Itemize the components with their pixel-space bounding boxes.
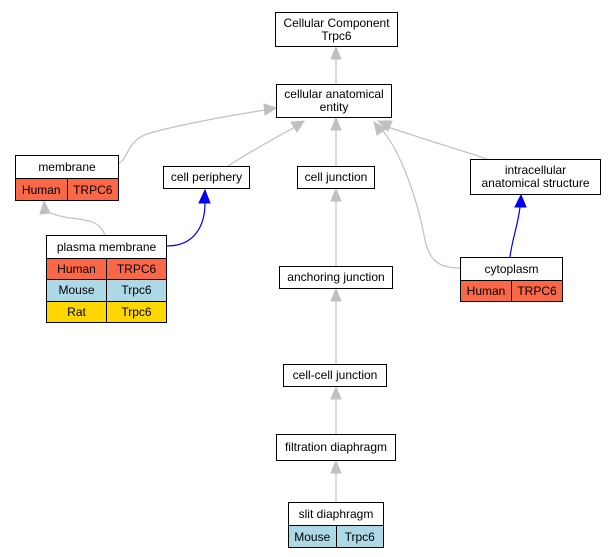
node-title: anchoring junction xyxy=(287,270,385,284)
node-title: cellular anatomical entity xyxy=(284,87,384,114)
gene-cell: Trpc6 xyxy=(106,280,166,301)
arrowhead xyxy=(198,188,211,204)
node-title: cell-cell junction xyxy=(292,368,378,382)
gene-cell: Trpc6 xyxy=(335,526,383,547)
arrowhead xyxy=(373,120,387,136)
node-plasma-membrane[interactable]: plasma membrane Human TRPC6 Mouse Trpc6 … xyxy=(46,235,167,323)
species-cell: Human xyxy=(47,259,106,280)
species-cell: Human xyxy=(461,281,511,301)
edge-ias-to-cae xyxy=(387,126,488,160)
species-cell: Mouse xyxy=(47,280,106,301)
gene-cell: TRPC6 xyxy=(66,179,118,200)
arrowhead xyxy=(330,116,342,131)
arrowhead xyxy=(330,45,342,60)
arrowhead xyxy=(290,120,305,133)
node-title: intracellular anatomical structure xyxy=(481,163,590,190)
edge-cytoplasm-to-ias xyxy=(509,206,521,258)
gene-row: Human TRPC6 xyxy=(461,280,562,301)
edge-cytoplasm-to-cae xyxy=(381,129,461,269)
node-intracellular-anatomical-structure[interactable]: intracellular anatomical structure xyxy=(470,159,601,195)
species-cell: Rat xyxy=(47,301,106,322)
arrowhead xyxy=(330,187,342,202)
node-title: Cellular Component Trpc6 xyxy=(283,15,390,43)
node-filtration-diaphragm[interactable]: filtration diaphragm xyxy=(276,434,396,461)
node-title: plasma membrane xyxy=(56,239,157,254)
node-cell-periphery[interactable]: cell periphery xyxy=(163,166,250,189)
species-cell: Human xyxy=(16,179,67,200)
node-title: cell junction xyxy=(304,170,368,184)
gene-row: Human TRPC6 xyxy=(16,178,118,200)
gene-row: Human TRPC6 xyxy=(47,258,166,280)
arrowhead xyxy=(330,287,342,302)
edge-membrane-to-cae xyxy=(118,109,266,164)
arrowhead xyxy=(263,103,278,116)
node-cellular-anatomical-entity[interactable]: cellular anatomical entity xyxy=(276,84,392,118)
node-cellular-component[interactable]: Cellular Component Trpc6 xyxy=(275,12,398,47)
arrowhead xyxy=(330,459,342,474)
edge-plasma-to-periphery xyxy=(166,202,206,247)
gene-row: Mouse Trpc6 xyxy=(289,525,383,547)
edge-periphery-to-cae xyxy=(227,126,296,167)
species-cell: Mouse xyxy=(289,526,336,547)
arrowhead xyxy=(39,199,51,215)
node-slit-diaphragm[interactable]: slit diaphragm Mouse Trpc6 xyxy=(288,502,384,548)
edge-plasma-to-membrane xyxy=(46,211,106,236)
gene-row: Rat Trpc6 xyxy=(47,300,166,322)
node-title: filtration diaphragm xyxy=(284,440,388,454)
gene-cell: TRPC6 xyxy=(106,259,166,280)
node-title: membrane xyxy=(38,159,96,174)
gene-row: Mouse Trpc6 xyxy=(47,279,166,301)
arrowhead xyxy=(514,193,527,208)
node-title: cytoplasm xyxy=(484,261,539,276)
gene-cell: TRPC6 xyxy=(511,281,562,301)
node-cell-cell-junction[interactable]: cell-cell junction xyxy=(283,364,387,387)
arrowhead xyxy=(330,385,342,400)
node-title: cell periphery xyxy=(170,170,243,184)
node-anchoring-junction[interactable]: anchoring junction xyxy=(279,266,393,289)
node-cytoplasm[interactable]: cytoplasm Human TRPC6 xyxy=(460,257,563,302)
gene-cell: Trpc6 xyxy=(106,301,166,322)
node-membrane[interactable]: membrane Human TRPC6 xyxy=(15,155,119,201)
node-cell-junction[interactable]: cell junction xyxy=(297,166,375,189)
arrowhead xyxy=(376,120,393,132)
node-title: slit diaphragm xyxy=(298,506,374,521)
